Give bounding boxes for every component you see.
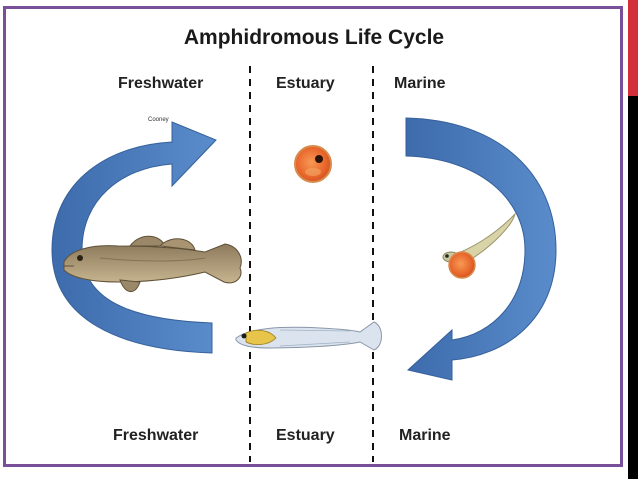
juvenile-fish-icon <box>235 321 382 351</box>
marine-cycle-arrow <box>405 117 557 381</box>
label-freshwater-top: Freshwater <box>118 75 204 92</box>
egg-icon <box>294 145 332 183</box>
freshwater-cycle-arrow <box>51 121 217 354</box>
image-credit: Cooney <box>148 117 169 123</box>
adult-goby-icon <box>63 235 242 292</box>
side-bar-accent <box>628 0 638 96</box>
side-bar <box>628 0 638 479</box>
diagram-frame <box>3 6 623 467</box>
label-estuary-bottom: Estuary <box>276 427 335 444</box>
label-marine-bottom: Marine <box>399 427 451 444</box>
diagram-title: Amphidromous Life Cycle <box>183 26 445 49</box>
label-freshwater-bottom: Freshwater <box>113 427 199 444</box>
label-marine-top: Marine <box>394 75 446 92</box>
larva-icon <box>442 212 516 279</box>
label-estuary-top: Estuary <box>276 75 335 92</box>
